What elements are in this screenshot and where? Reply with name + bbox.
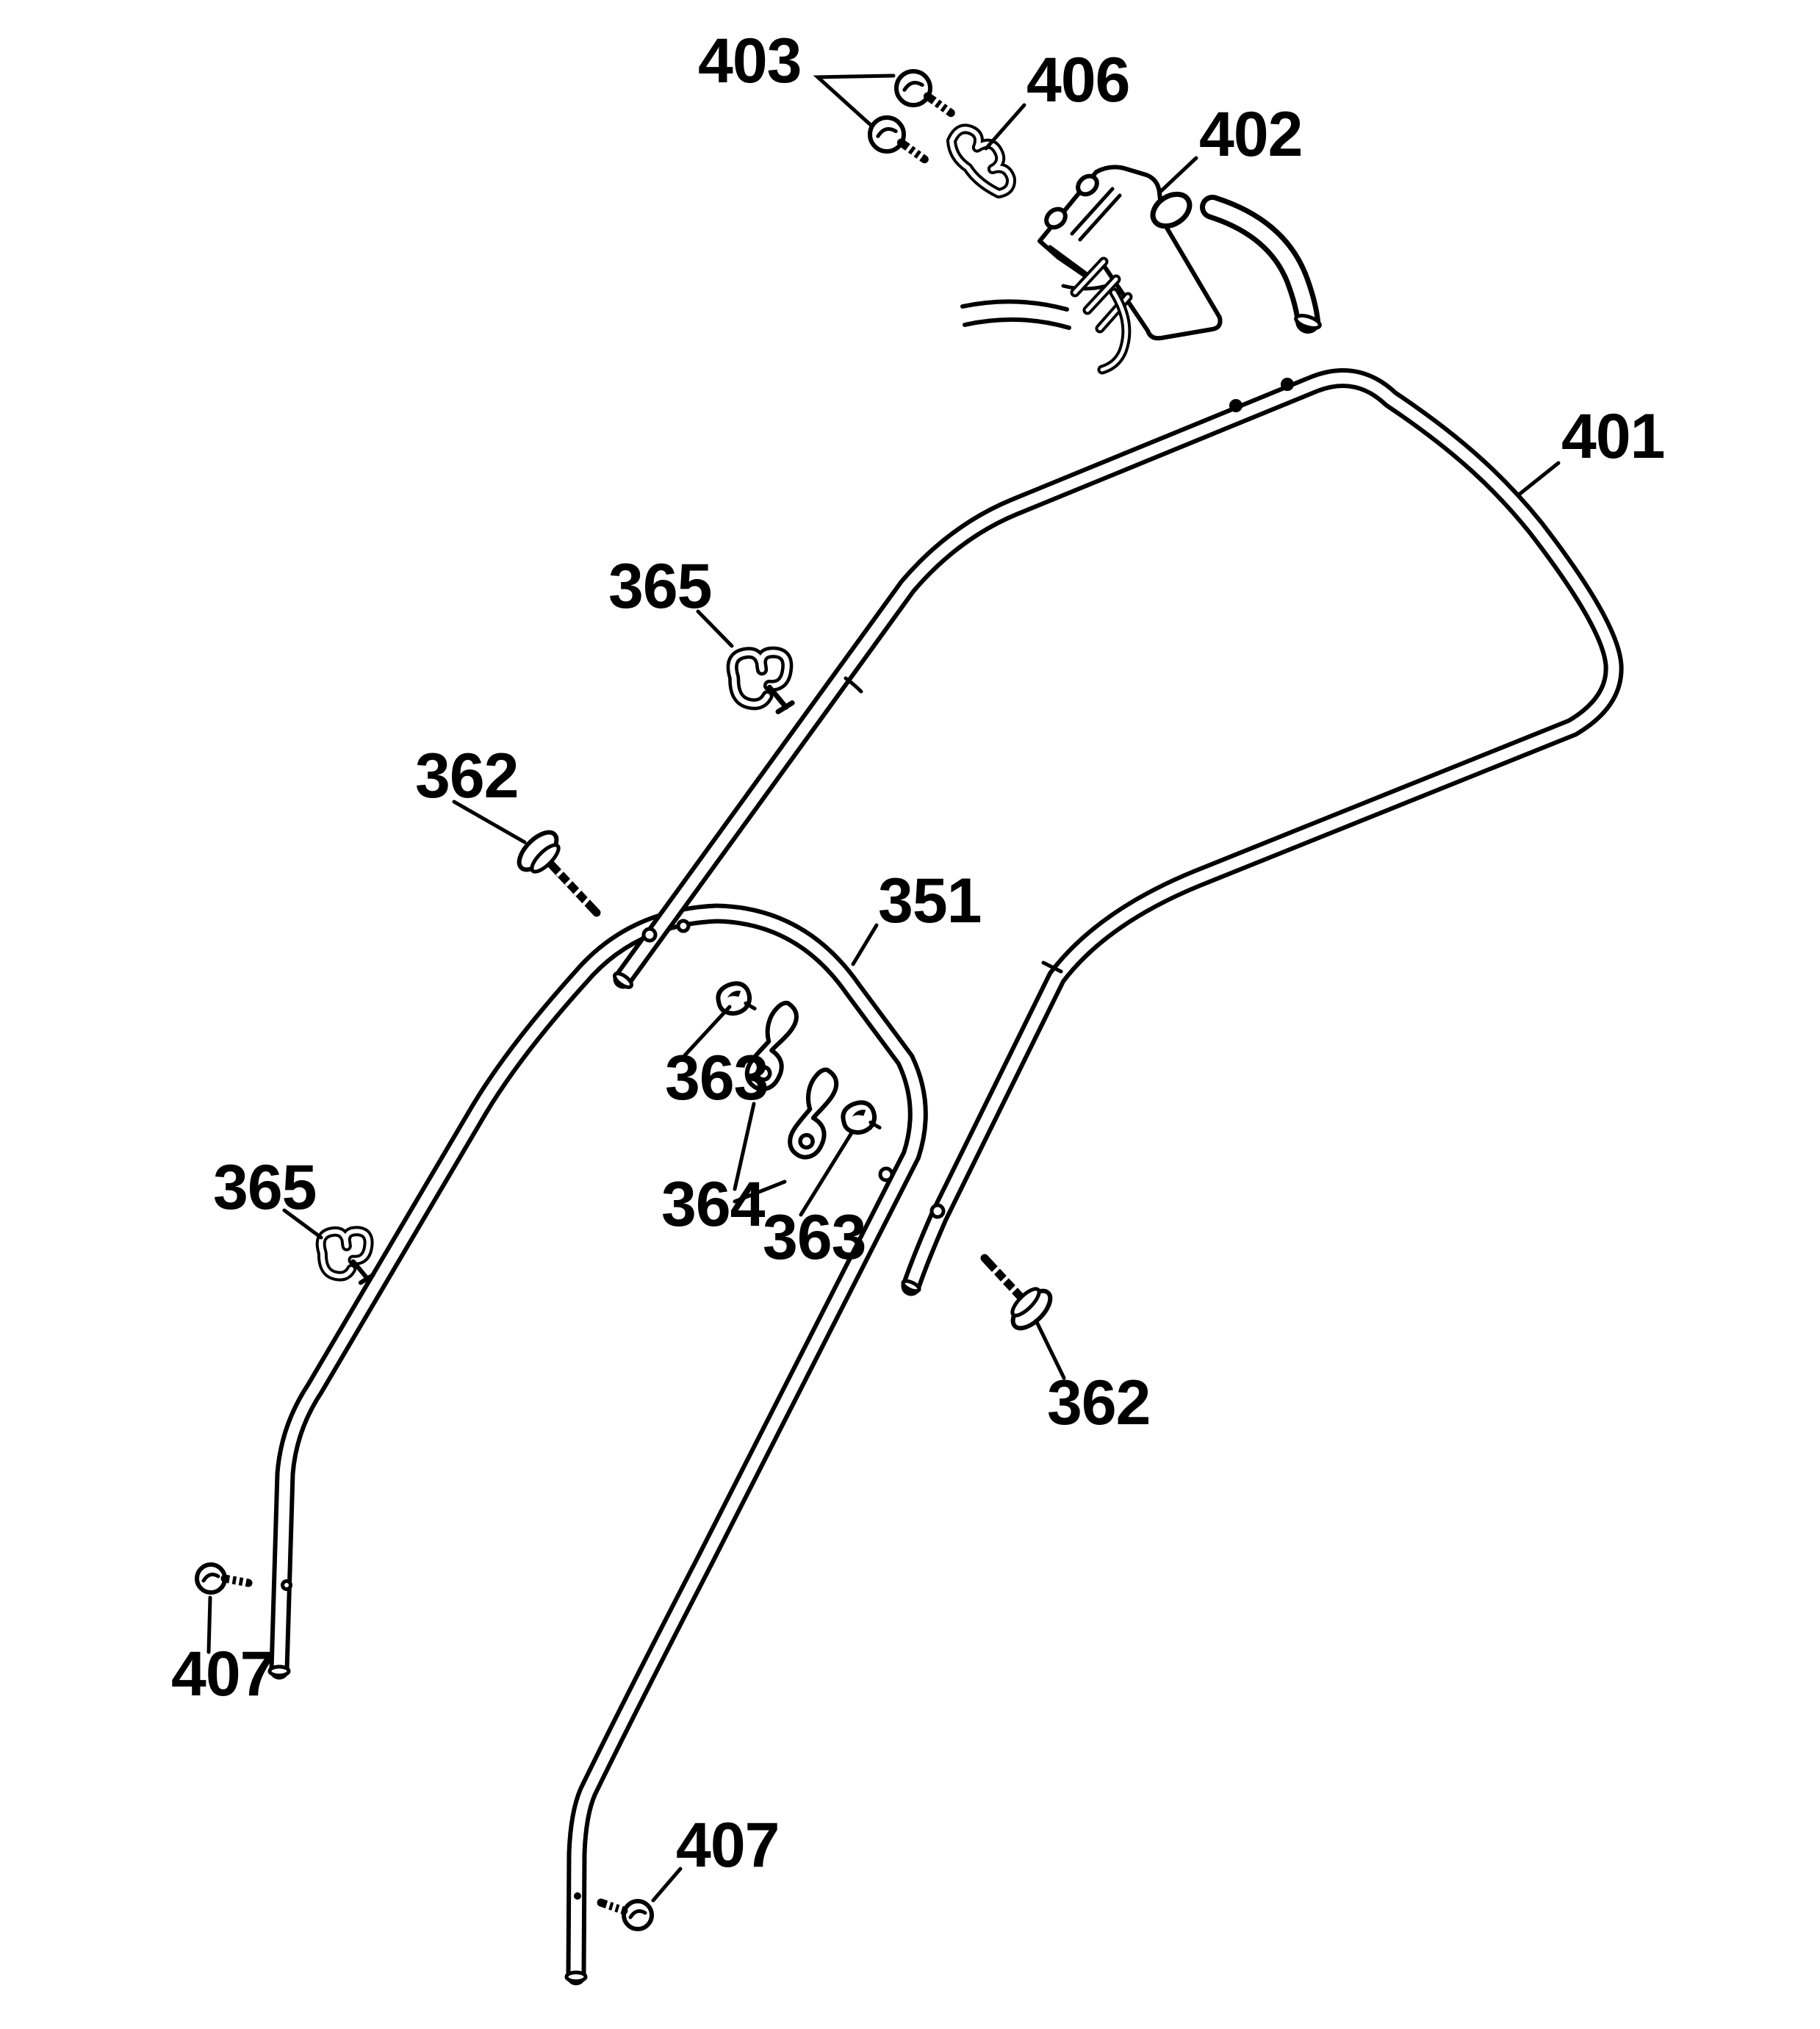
- part-label-363-upper: 363: [665, 1043, 769, 1113]
- lower-handle-tube: [267, 903, 928, 1986]
- part-label-406: 406: [1026, 45, 1130, 115]
- tube-end-opening: [613, 972, 633, 989]
- bolt-362-right: [980, 1254, 1053, 1331]
- leader-lines: [206, 73, 1561, 1903]
- bolt-362-left: [517, 830, 601, 917]
- cam-lever-2: [785, 1066, 844, 1162]
- part-label-403: 403: [698, 26, 802, 96]
- screw-403-a: [895, 71, 953, 114]
- tube-holes: [281, 378, 1294, 1900]
- part-label-362-right: 362: [1047, 1368, 1151, 1438]
- tube-end-opening: [564, 1970, 588, 1983]
- screw-407-left: [195, 1562, 253, 1595]
- screw-407-right: [597, 1898, 654, 1931]
- tube-end-opening: [901, 1279, 921, 1293]
- housing-body: [1037, 165, 1223, 341]
- tube-joint-mark: [1041, 960, 1063, 974]
- part-label-402: 402: [1199, 99, 1303, 170]
- cam-washer-upper: [715, 980, 755, 1018]
- part-label-351: 351: [878, 866, 982, 936]
- upper-handle-tube: [613, 368, 1624, 1296]
- cable: [960, 299, 1069, 312]
- cable-clamp: [946, 123, 1016, 199]
- connector-blades: [1070, 256, 1133, 375]
- part-label-407-right: 407: [676, 1810, 780, 1881]
- part-label-365-lower: 365: [213, 1152, 317, 1223]
- part-label-401: 401: [1561, 401, 1665, 472]
- cam-washer-lower: [840, 1099, 880, 1137]
- part-label-364: 364: [661, 1169, 766, 1240]
- part-label-363-lower: 363: [763, 1202, 866, 1273]
- screw-403-b: [868, 117, 927, 160]
- cable-clip-upper: [730, 647, 794, 717]
- switch-housing: [960, 165, 1322, 375]
- cable: [963, 317, 1071, 330]
- part-label-407-left: 407: [171, 1639, 275, 1709]
- tube-end-opening: [267, 1665, 291, 1678]
- part-labels: 403 406 402 401 365 362 351 363 364 363 …: [171, 26, 1666, 1881]
- housing-boss: [1076, 173, 1099, 197]
- housing-oval-hole: [1150, 191, 1193, 229]
- cable-clip-lower: [319, 1227, 374, 1288]
- part-label-362-left: 362: [415, 741, 519, 811]
- part-label-365-upper: 365: [608, 551, 712, 622]
- tube-joint-mark: [844, 676, 863, 694]
- housing-boss: [1044, 207, 1068, 230]
